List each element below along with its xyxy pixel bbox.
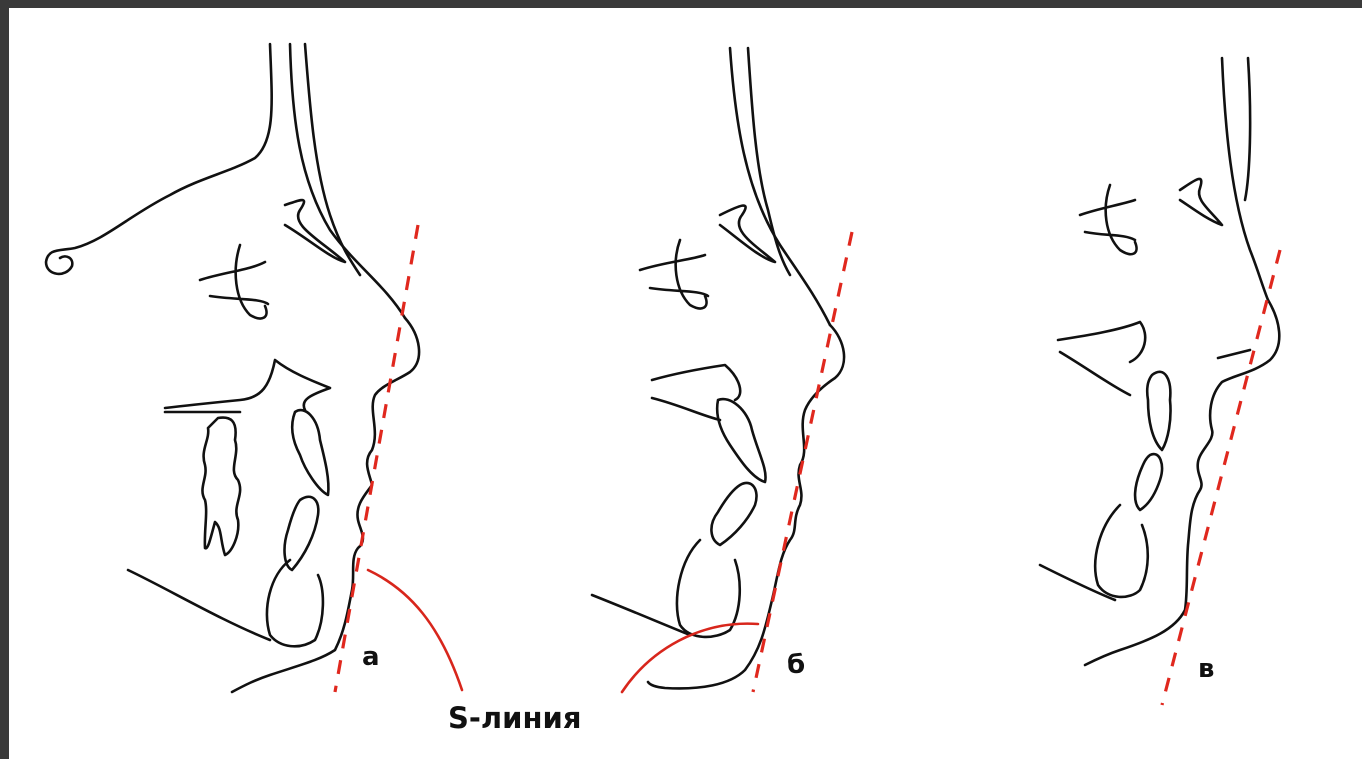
profile-c-nasal-line-outer	[1222, 58, 1268, 300]
profile-b-key-ridge	[640, 240, 708, 308]
profile-a-palate	[165, 360, 330, 410]
profile-a-s-line	[335, 225, 418, 692]
profile-b-mandible	[592, 595, 690, 635]
profile-b-nasal-line-inner	[748, 48, 790, 275]
profile-c-nose-tip-mark	[1218, 350, 1250, 358]
profile-c-nasal-line-inner	[1245, 58, 1250, 200]
profile-c-palate	[1058, 322, 1145, 395]
profile-b-soft-tissue	[648, 325, 844, 688]
figure-label-a: а	[362, 644, 380, 670]
profile-a-symphysis	[267, 560, 323, 646]
profile-c-mandible	[1040, 565, 1115, 600]
profile-a-nasal-line-inner	[305, 44, 360, 275]
profile-c-symphysis	[1095, 505, 1148, 597]
profile-b-lower-incisor	[711, 483, 756, 545]
profile-b-nasal-line-outer	[730, 48, 830, 325]
caption-pointer-a	[368, 570, 462, 690]
profile-b	[592, 48, 852, 692]
profile-b-upper-incisor	[717, 399, 765, 482]
s-line-caption: S-линия	[448, 704, 581, 733]
figure-label-b: б	[787, 652, 805, 678]
profile-c-key-ridge	[1080, 185, 1137, 254]
profile-b-orbit	[720, 206, 775, 262]
profile-c-soft-tissue	[1085, 300, 1279, 665]
profile-a	[46, 44, 419, 692]
profile-a-skull-outline	[46, 44, 272, 274]
profile-c-upper-incisor	[1147, 372, 1170, 450]
profile-b-s-line	[753, 232, 852, 692]
profile-c-lower-incisor	[1135, 454, 1162, 510]
profile-a-upper-incisor	[292, 410, 328, 495]
figure-label-c: в	[1198, 656, 1214, 682]
profile-b-symphysis	[677, 540, 740, 637]
profile-a-key-ridge	[200, 245, 268, 318]
profile-c-s-line	[1162, 250, 1280, 705]
profile-c-orbit	[1180, 179, 1222, 225]
profile-a-molar	[202, 418, 240, 555]
profile-a-mandible	[128, 570, 270, 640]
profile-b-palate	[652, 365, 740, 420]
profile-c	[1040, 58, 1280, 705]
